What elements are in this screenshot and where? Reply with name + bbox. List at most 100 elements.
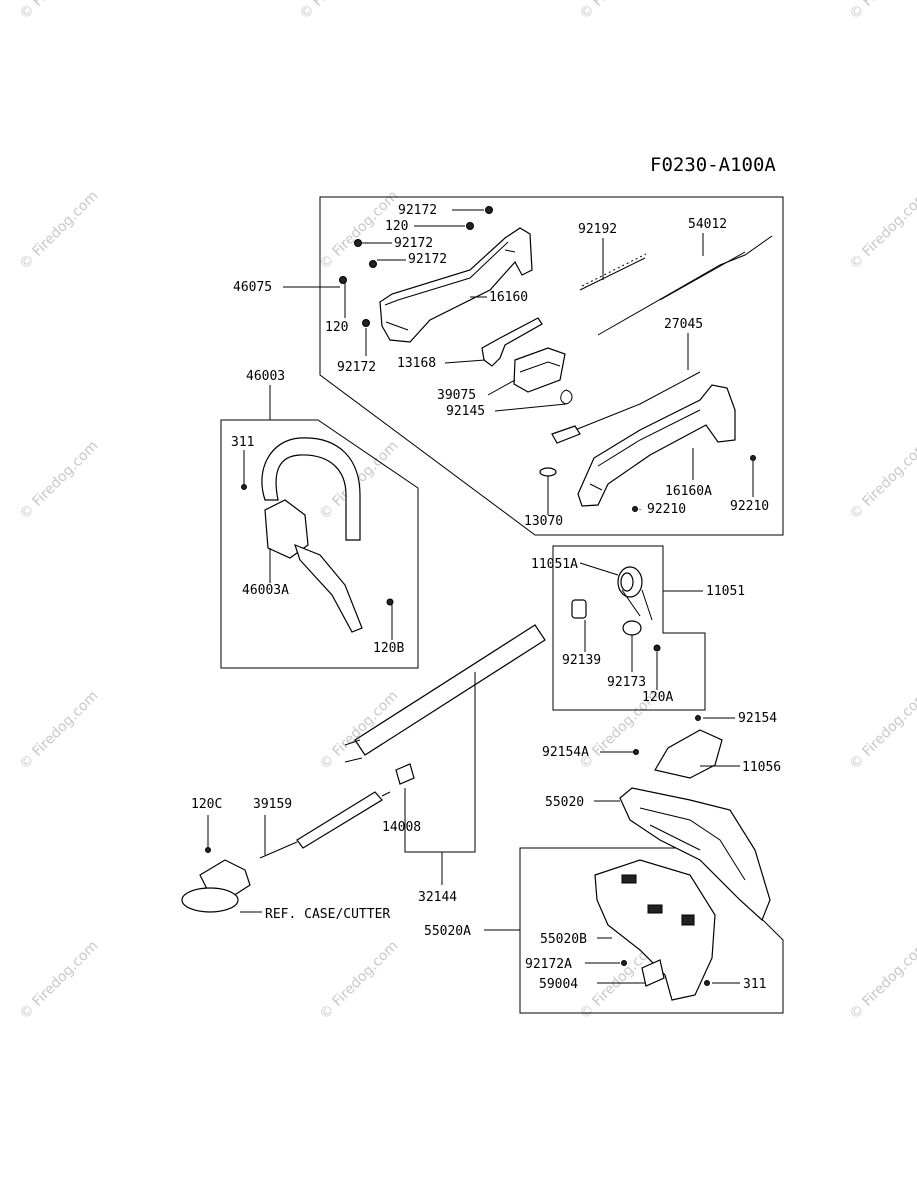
throttle-grip-16160 [379, 227, 533, 343]
blade-59004 [641, 959, 665, 987]
watermark: © Firedog.com [297, 0, 382, 23]
leader-lines [207, 209, 754, 984]
part-label: 32144 [418, 890, 457, 905]
liner-slot-3 [681, 914, 695, 926]
throttle-cable-sheath [659, 251, 746, 301]
screw-92210-b [750, 455, 756, 461]
part-label: 27045 [664, 317, 703, 332]
part-label: 120B [373, 641, 404, 656]
throttle-cable-54012 [597, 235, 773, 336]
driveshaft-tip [259, 791, 391, 859]
loop-handle-46003 [261, 437, 361, 541]
part-label: 311 [743, 977, 766, 992]
part-label: 55020B [540, 932, 587, 947]
part-label: 55020 [545, 795, 584, 810]
throttle-lever-13168 [481, 317, 543, 367]
part-label: 92192 [578, 222, 617, 237]
shaft-32144 [354, 624, 546, 756]
part-label: 92172A [525, 957, 572, 972]
shaft-break [344, 739, 363, 763]
part-label: 14008 [382, 820, 421, 835]
part-label: 92145 [446, 404, 485, 419]
watermark: © Firedog.com [17, 188, 102, 273]
part-label: 46003 [246, 369, 285, 384]
spring-92192 [579, 253, 647, 291]
part-label: 54012 [688, 217, 727, 232]
bushing-14008 [395, 763, 415, 785]
driveshaft-39159 [296, 791, 383, 849]
bolt-120B [386, 598, 394, 606]
part-label: 46075 [233, 280, 272, 295]
part-label: 46003A [242, 583, 289, 598]
guard-group-frame [519, 847, 784, 1014]
part-labels: 92172 120 92172 92172 46075 16160 120 92… [191, 203, 781, 992]
guard-liner-55020B [594, 859, 716, 1001]
part-label: 92172 [394, 236, 433, 251]
clamp-assembly-lines [621, 589, 653, 621]
part-label: 92172 [408, 252, 447, 267]
handle-bracket-46003A [264, 499, 309, 559]
bolt-311-a [241, 484, 247, 490]
part-label: 39159 [253, 797, 292, 812]
bolt-120-b [339, 276, 347, 284]
bushing-92139 [571, 599, 587, 619]
watermark: © Firedog.com [577, 0, 662, 23]
handle-group-frame [319, 196, 784, 536]
part-label: 16160A [665, 484, 712, 499]
clamp-inner [620, 572, 634, 592]
clamp-group-frame [552, 545, 706, 711]
loop-handle-arm [294, 543, 363, 633]
part-label: 55020A [424, 924, 471, 939]
clamp-92173 [622, 620, 642, 636]
guard-55020 [619, 787, 771, 922]
part-label: 92139 [562, 653, 601, 668]
part-label: 13168 [397, 356, 436, 371]
part-label: 92210 [647, 502, 686, 517]
bolt-92154 [695, 715, 701, 721]
throttle-grip-detail [384, 241, 516, 331]
part-label: 120 [325, 320, 348, 335]
stop-cable-connector [551, 425, 581, 444]
throttle-grip-detail-2 [589, 409, 701, 491]
part-label: 92154A [542, 745, 589, 760]
gear-case-plate [181, 887, 239, 913]
spring-92145 [560, 389, 573, 405]
bolt-92154A [633, 749, 639, 755]
part-label: 59004 [539, 977, 578, 992]
watermark: © Firedog.com [847, 688, 917, 773]
watermark: © Firedog.com [17, 0, 102, 23]
part-label: REF. CASE/CUTTER [265, 907, 390, 922]
part-label: 92172 [398, 203, 437, 218]
bolt-92172-b [354, 239, 362, 247]
watermark: © Firedog.com [17, 938, 102, 1023]
bolt-120C [205, 847, 211, 853]
liner-slot-2 [647, 904, 663, 914]
guard-plate-11056 [654, 729, 723, 779]
watermark: © Firedog.com [847, 188, 917, 273]
part-label: 92173 [607, 675, 646, 690]
loop-handle-group-frame [220, 419, 419, 669]
bolt-92172A [621, 960, 627, 966]
guard-detail [639, 807, 746, 881]
bolt-120A [653, 644, 661, 652]
part-label: 39075 [437, 388, 476, 403]
watermark: © Firedog.com [847, 438, 917, 523]
part-label: 92210 [730, 499, 769, 514]
part-label: 92172 [337, 360, 376, 375]
switch-housing-detail [519, 361, 561, 373]
watermark: © Firedog.com [17, 438, 102, 523]
throttle-grip-16160A [577, 384, 736, 507]
bolt-92172-d [362, 319, 370, 327]
screw-92210-a [632, 506, 638, 512]
watermarks: © Firedog.com © Firedog.com © Firedog.co… [17, 0, 917, 1023]
bolt-92172-a [485, 206, 493, 214]
part-label: 120 [385, 219, 408, 234]
part-label: 16160 [489, 290, 528, 305]
part-label: 120A [642, 690, 673, 705]
watermark: © Firedog.com [847, 0, 917, 23]
part-label: 92154 [738, 711, 777, 726]
watermark: © Firedog.com [847, 938, 917, 1023]
nut-13070 [539, 467, 557, 477]
watermark: © Firedog.com [17, 688, 102, 773]
